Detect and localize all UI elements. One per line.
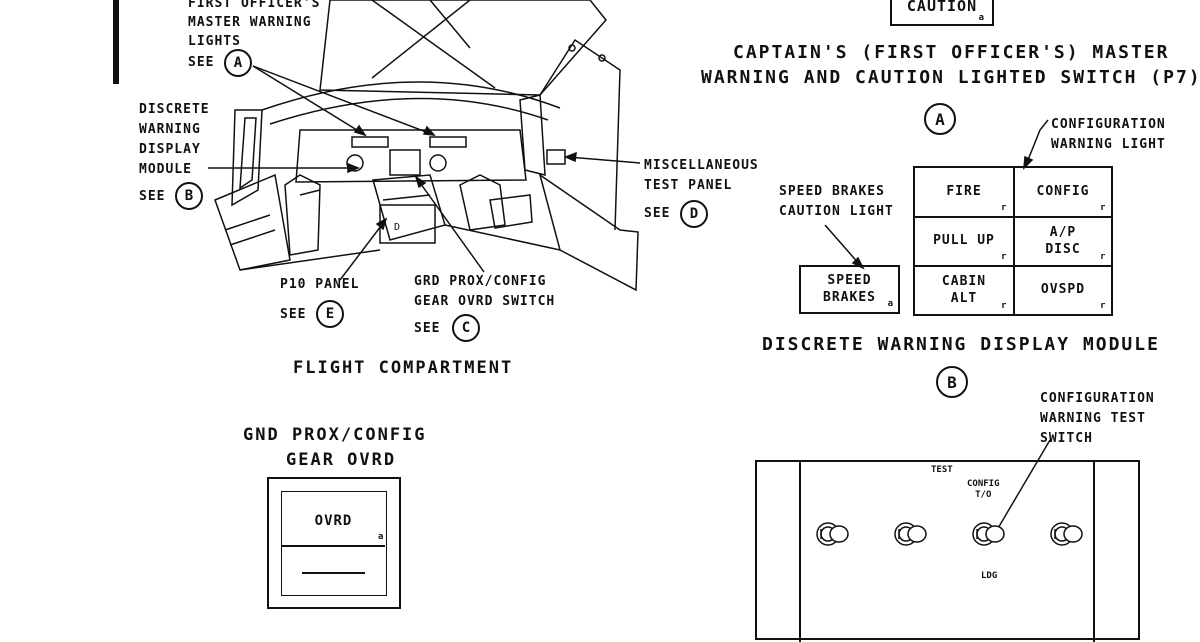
see-e-label: SEE [280, 307, 307, 322]
ref-c-circle[interactable]: C [452, 314, 480, 342]
speed-brakes-light: SPEED BRAKES a [799, 265, 900, 314]
gnd-prox-title-line2: GEAR OVRD [286, 450, 397, 470]
caution-sub-mark: a [978, 13, 984, 23]
see-a-label: SEE [188, 55, 215, 70]
cabin-alt-light: CABIN ALT [941, 274, 987, 306]
ldg-label: LDG [981, 571, 998, 581]
margin-bar [113, 0, 119, 84]
panel-left-rail [799, 462, 801, 642]
discrete-warning-grid: FIRE r CONFIG r PULL UP r A/P DISC r CAB… [913, 166, 1113, 316]
ref-b-circle-1[interactable]: B [175, 182, 203, 210]
grid-divider-row2 [915, 265, 1111, 267]
p10-panel-callout: P10 PANEL [280, 277, 360, 292]
test-label: TEST [931, 465, 953, 475]
grd-prox-callout: GRD PROX/CONFIG GEAR OVRD SWITCH [414, 274, 556, 309]
ovspd-mark: r [1100, 301, 1106, 311]
flight-compartment-title: FLIGHT COMPARTMENT [293, 358, 514, 378]
fire-light: FIRE [946, 183, 982, 199]
config-test-switch-callout: CONFIGURATION WARNING TEST SWITCH [1040, 391, 1155, 446]
ref-a-circle-1[interactable]: A [224, 49, 252, 77]
fire-mark: r [1001, 203, 1007, 213]
caution-label: CAUTION [906, 0, 978, 15]
gear-ovrd-switch[interactable]: OVRD a [281, 491, 387, 596]
gnd-prox-title-line1: GND PROX/CONFIG [243, 425, 427, 445]
master-warning-title-line2: WARNING AND CAUTION LIGHTED SWITCH (P7) [701, 67, 1200, 88]
cockpit-sketch: D [214, 0, 639, 292]
grid-divider-vertical [1013, 168, 1015, 314]
master-warning-callout: FIRST OFFICER'S MASTER WARNING LIGHTS [188, 0, 321, 49]
pull-up-mark: r [1001, 252, 1007, 262]
ovrd-blank-line [302, 572, 365, 574]
ovrd-divider [282, 545, 385, 547]
grid-divider-row1 [915, 216, 1111, 218]
ap-disc-light: A/P DISC [1045, 225, 1081, 257]
ovrd-label: OVRD [314, 513, 353, 530]
ap-disc-mark: r [1100, 252, 1106, 262]
config-to-label: CONFIG T/O [967, 479, 1000, 500]
panel-right-rail [1093, 462, 1095, 642]
discrete-module-title: DISCRETE WARNING DISPLAY MODULE [762, 334, 1160, 355]
speed-brakes-label: SPEED BRAKES [823, 273, 876, 305]
see-b-label: SEE [139, 189, 166, 204]
ref-e-circle[interactable]: E [316, 300, 344, 328]
ovspd-light: OVSPD [1040, 282, 1086, 298]
toggle-switch-4[interactable] [1046, 514, 1086, 554]
misc-panel-callout: MISCELLANEOUS TEST PANEL [644, 158, 759, 193]
cabin-alt-mark: r [1001, 301, 1007, 311]
speed-brakes-mark: a [887, 299, 893, 309]
config-warning-test-switch[interactable] [968, 514, 1008, 554]
config-mark: r [1100, 203, 1106, 213]
ref-b-circle-2[interactable]: B [936, 366, 968, 398]
toggle-switch-2[interactable] [890, 514, 930, 554]
see-c-label: SEE [414, 321, 441, 336]
toggle-switch-1[interactable] [812, 514, 852, 554]
see-d-label: SEE [644, 206, 671, 221]
pull-up-light: PULL UP [933, 233, 995, 249]
speed-brakes-light-callout: SPEED BRAKES CAUTION LIGHT [779, 184, 894, 219]
master-warning-title-line1: CAPTAIN'S (FIRST OFFICER'S) MASTER [733, 42, 1170, 63]
ovrd-mark: a [378, 532, 384, 542]
caution-switch: CAUTION a [890, 0, 994, 26]
config-warning-light-callout: CONFIGURATION WARNING LIGHT [1051, 117, 1166, 152]
ref-d-circle[interactable]: D [680, 200, 708, 228]
discrete-module-callout: DISCRETE WARNING DISPLAY MODULE [139, 102, 210, 177]
leader-lines [208, 65, 641, 281]
ref-a-circle-2[interactable]: A [924, 103, 956, 135]
config-light: CONFIG [1036, 183, 1090, 199]
gear-ovrd-switch-frame: OVRD a [267, 477, 401, 609]
console-panel-letter: D [394, 222, 400, 233]
